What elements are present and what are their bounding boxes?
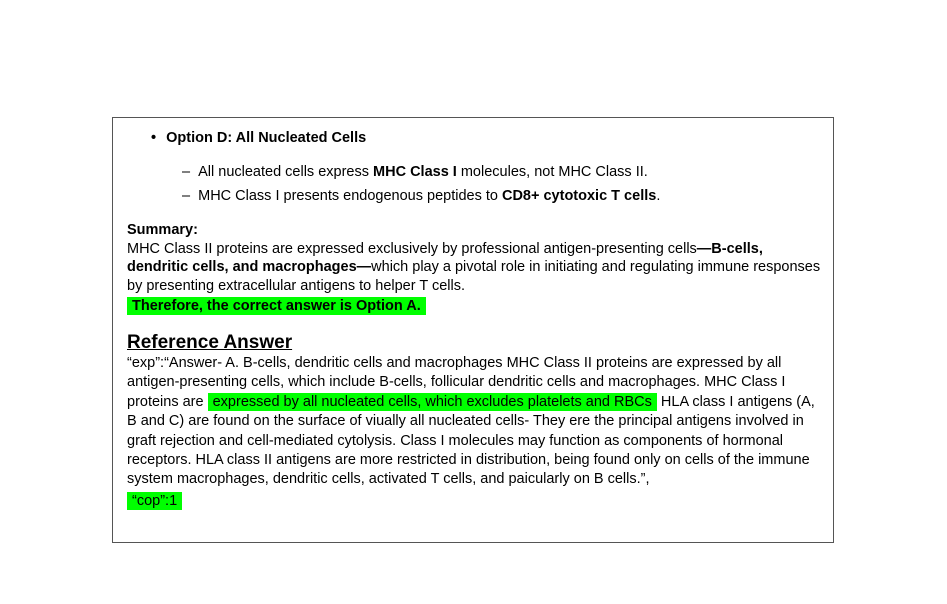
answer-panel: • Option D: All Nucleated Cells – All nu… (112, 117, 834, 543)
reference-text-end: HLA class I antigens (A, B and C) are fo… (127, 393, 815, 488)
point-text-end: . (656, 188, 661, 204)
dash: – (182, 164, 191, 180)
point-text-end: molecules, not MHC Class II. (456, 164, 648, 180)
summary-label: Summary: (127, 222, 198, 238)
point-bold: MHC Class I (373, 164, 457, 180)
reference-heading: Reference Answer (127, 332, 293, 353)
option-d-point-1: – All nucleated cells express MHC Class … (182, 164, 648, 180)
point-text: MHC Class I presents endogenous peptides… (198, 188, 502, 204)
summary-text-start: MHC Class II proteins are expressed excl… (127, 240, 697, 257)
dash: – (182, 188, 191, 204)
reference-highlight: expressed by all nucleated cells, which … (207, 392, 657, 411)
bullet: • (151, 130, 157, 146)
point-bold: CD8+ cytotoxic T cells (501, 188, 657, 204)
cop-highlight: “cop”:1 (127, 491, 183, 510)
summary-block: Summary: MHC Class II proteins are expre… (127, 221, 823, 316)
summary-text-end: which play a pivotal role in initiating … (127, 259, 821, 295)
option-d-title: Option D: All Nucleated Cells (166, 130, 367, 146)
summary-text: MHC Class II proteins are expressed excl… (127, 240, 823, 296)
conclusion-highlight: Therefore, the correct answer is Option … (127, 296, 426, 315)
point-text: All nucleated cells express (198, 164, 374, 180)
option-d-heading: • Option D: All Nucleated Cells (151, 130, 366, 146)
reference-text-start: “exp”:“Answer- A. B-cells, dendritic cel… (127, 355, 786, 410)
reference-body: “exp”:“Answer- A. B-cells, dendritic cel… (127, 354, 823, 511)
summary-text-bold: —B-cells, dendritic cells, and macrophag… (127, 240, 763, 276)
option-d-point-2: – MHC Class I presents endogenous peptid… (182, 188, 660, 204)
